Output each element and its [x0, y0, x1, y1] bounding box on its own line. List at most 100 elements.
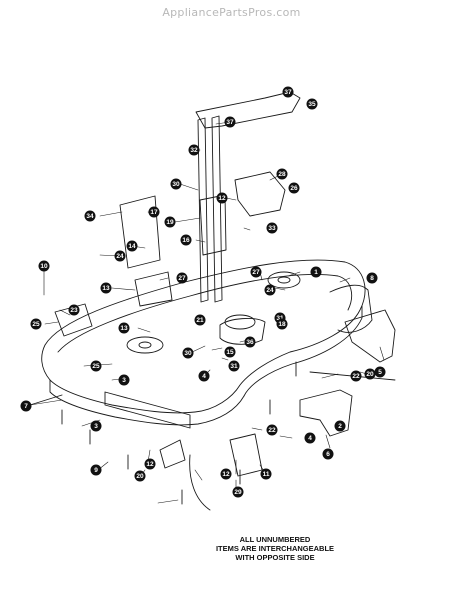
callout-marker	[288, 182, 300, 194]
callout-label: 10	[40, 263, 48, 270]
callout-marker	[144, 458, 156, 470]
callout-marker	[134, 470, 146, 482]
callout-label: 26	[290, 185, 298, 192]
callout-marker	[216, 192, 228, 204]
callout-marker	[198, 370, 210, 382]
callout-label: 34	[86, 213, 94, 220]
callout-marker	[310, 266, 322, 278]
note-line: ITEMS ARE INTERCHANGEABLE	[215, 544, 335, 553]
callout-label: 27	[252, 269, 260, 276]
callout-label: 11	[263, 471, 270, 478]
note-line: WITH OPPOSITE SIDE	[235, 553, 315, 562]
callout-label: 4	[202, 373, 206, 380]
interchangeable-note: ALL UNNUMBERED ITEMS ARE INTERCHANGEABLE…	[205, 535, 345, 562]
callout-marker	[232, 486, 244, 498]
callout-label: 31	[230, 363, 238, 370]
callout-marker	[100, 282, 112, 294]
callout-label: 18	[278, 321, 286, 328]
callout-marker	[90, 360, 102, 372]
callout-marker	[118, 374, 130, 386]
callout-label: 20	[136, 473, 144, 480]
callout-label: 32	[190, 147, 198, 154]
callout-label: 25	[32, 321, 40, 328]
callout-label: 1	[314, 269, 318, 276]
callout-marker	[224, 116, 236, 128]
callout-label: 8	[370, 275, 374, 282]
callout-marker	[148, 206, 160, 218]
callout-marker	[188, 144, 200, 156]
callout-label: 4	[308, 435, 312, 442]
callout-marker	[304, 432, 316, 444]
callout-label: 28	[278, 171, 286, 178]
callout-marker	[20, 400, 32, 412]
callout-label: 37	[226, 119, 234, 126]
callout-marker	[366, 272, 378, 284]
callout-label: 19	[166, 219, 174, 226]
callout-marker	[250, 266, 262, 278]
callout-marker	[38, 260, 50, 272]
callout-label: 9	[94, 467, 98, 474]
callout-marker	[374, 366, 386, 378]
callout-marker	[90, 464, 102, 476]
callout-label: 29	[234, 489, 242, 496]
callout-marker	[276, 318, 288, 330]
callout-marker	[276, 168, 288, 180]
callout-label: 5	[378, 369, 382, 376]
pulley-left	[126, 336, 164, 354]
callout-label: 25	[92, 363, 100, 370]
callout-marker	[260, 468, 272, 480]
callout-label: 24	[116, 253, 124, 260]
callout-label: 35	[308, 101, 316, 108]
watermark: AppliancePartsPros.com	[162, 6, 301, 19]
callout-label: 13	[120, 325, 128, 332]
callout-marker	[90, 420, 102, 432]
callout-label: 14	[128, 243, 136, 250]
callout-label: 16	[182, 237, 190, 244]
callout-label: 24	[266, 287, 274, 294]
callout-label: 21	[196, 317, 204, 324]
callout-marker	[180, 234, 192, 246]
callout-marker	[334, 420, 346, 432]
callout-marker	[322, 448, 334, 460]
callout-label: 6	[326, 451, 330, 458]
callout-label: 30	[172, 181, 180, 188]
callout-marker	[170, 178, 182, 190]
callout-label: 20	[366, 371, 374, 378]
callout-marker	[350, 370, 362, 382]
callout-marker	[194, 314, 206, 326]
callout-marker	[182, 347, 194, 359]
callout-marker	[244, 336, 256, 348]
callout-marker	[266, 424, 278, 436]
callout-marker	[224, 346, 236, 358]
callout-label: 12	[146, 461, 154, 468]
callout-label: 37	[284, 89, 292, 96]
callout-marker	[228, 360, 240, 372]
upright-arm-left	[197, 117, 209, 303]
callout-label: 22	[352, 373, 360, 380]
callout-label: 17	[150, 209, 158, 216]
callout-marker	[220, 468, 232, 480]
callout-label: 30	[184, 350, 192, 357]
callout-marker	[84, 210, 96, 222]
callout-marker	[364, 368, 376, 380]
callout-label: 22	[268, 427, 276, 434]
pulley-center	[267, 271, 301, 289]
callout-marker	[164, 216, 176, 228]
deck-housing	[41, 259, 366, 414]
callout-label: 7	[24, 403, 28, 410]
callout-label: 15	[226, 349, 234, 356]
callout-label: 12	[222, 471, 230, 478]
callout-marker	[118, 322, 130, 334]
callout-marker	[114, 250, 126, 262]
callout-label: 33	[268, 225, 276, 232]
top-bracket	[195, 91, 301, 129]
callout-marker	[282, 86, 294, 98]
callout-marker	[68, 304, 80, 316]
note-line: ALL UNNUMBERED	[239, 535, 311, 544]
callout-label: 36	[246, 339, 254, 346]
callout-label: 27	[178, 275, 186, 282]
callout-label: 3	[94, 423, 98, 430]
callout-marker	[264, 284, 276, 296]
